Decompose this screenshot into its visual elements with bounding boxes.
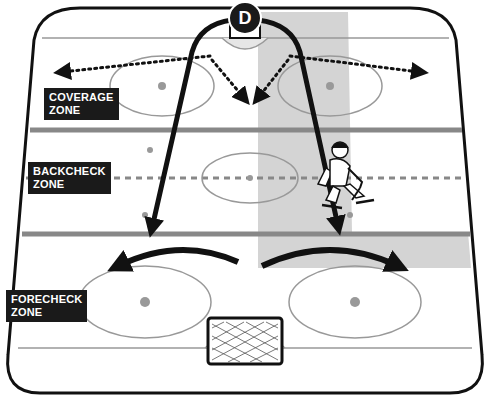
node-text: D xyxy=(239,8,252,29)
zone-label: BACKCHECK ZONE xyxy=(28,162,111,194)
defender-marker: D xyxy=(228,1,262,35)
node-text: BACKCHECK ZONE xyxy=(33,165,106,191)
node-text: COVERAGE ZONE xyxy=(49,91,114,117)
zone-label: FORECHECK ZONE xyxy=(6,290,87,322)
node-text: FORECHECK ZONE xyxy=(11,293,82,319)
zone-label: COVERAGE ZONE xyxy=(44,88,119,120)
